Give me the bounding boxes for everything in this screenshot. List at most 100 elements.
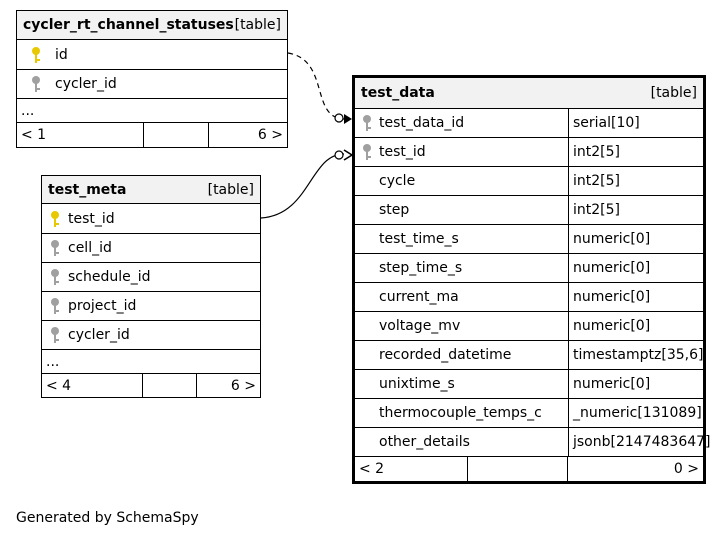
key-spacer <box>355 196 379 224</box>
column-type: numeric[0] <box>568 254 703 282</box>
child-count: 6 > <box>196 374 260 397</box>
column-row[interactable]: cycler_id <box>17 70 287 99</box>
table-footer: < 2 0 > <box>355 457 703 481</box>
parent-count: < 4 <box>46 377 72 394</box>
primary-key-icon <box>42 204 68 233</box>
column-name: project_id <box>68 298 137 314</box>
column-type: int2[5] <box>568 167 703 195</box>
column-row[interactable]: id <box>17 40 287 70</box>
column-name: test_time_s <box>379 231 459 247</box>
link-meta-crowfoot <box>343 149 354 161</box>
foreign-key-icon <box>42 263 68 291</box>
key-spacer <box>355 167 379 195</box>
column-name: cycler_id <box>68 327 130 343</box>
footer-spacer <box>467 457 567 481</box>
column-name: unixtime_s <box>379 376 455 392</box>
column-type: numeric[0] <box>568 225 703 253</box>
column-row[interactable]: test_id <box>42 204 260 234</box>
column-type: jsonb[2147483647] <box>568 428 711 456</box>
link-meta-optional-marker <box>334 150 344 160</box>
column-row[interactable]: step_time_s numeric[0] <box>355 254 703 283</box>
column-type: numeric[0] <box>568 283 703 311</box>
column-type: numeric[0] <box>568 312 703 340</box>
key-spacer <box>355 399 379 427</box>
generated-by-label: Generated by SchemaSpy <box>16 510 199 526</box>
parent-count: < 2 <box>359 461 385 477</box>
table-footer: < 1 6 > <box>17 123 287 147</box>
link-cycler-crowfoot <box>344 114 352 124</box>
column-row[interactable]: test_id int2[5] <box>355 138 703 167</box>
foreign-key-icon <box>42 234 68 262</box>
foreign-key-icon <box>17 70 55 98</box>
foreign-key-icon <box>42 292 68 320</box>
column-type: int2[5] <box>568 138 703 166</box>
key-spacer <box>355 283 379 311</box>
column-name: voltage_mv <box>379 318 461 334</box>
column-name: step <box>379 202 410 218</box>
more-columns: ... <box>21 102 35 119</box>
column-row[interactable]: schedule_id <box>42 263 260 292</box>
column-row[interactable]: current_ma numeric[0] <box>355 283 703 312</box>
column-row[interactable]: project_id <box>42 292 260 321</box>
table-test-meta[interactable]: test_meta [table] test_id cell_id schedu… <box>41 175 261 398</box>
key-spacer <box>355 225 379 253</box>
column-name: step_time_s <box>379 260 463 276</box>
key-spacer <box>355 254 379 282</box>
column-type: int2[5] <box>568 196 703 224</box>
link-cycler-to-test-data <box>287 52 345 120</box>
column-row[interactable]: cycler_id <box>42 321 260 350</box>
child-count: 6 > <box>208 123 287 147</box>
column-row[interactable]: test_time_s numeric[0] <box>355 225 703 254</box>
table-footer: < 4 6 > <box>42 374 260 397</box>
column-name: other_details <box>379 434 470 450</box>
table-cycler-rt-channel-statuses[interactable]: cycler_rt_channel_statuses [table] id cy… <box>16 10 288 148</box>
table-kind: [table] <box>650 85 697 101</box>
column-name: test_id <box>379 144 426 160</box>
table-name: test_data <box>361 85 435 101</box>
column-name: current_ma <box>379 289 459 305</box>
column-row[interactable]: thermocouple_temps_c _numeric[131089] <box>355 399 703 428</box>
column-row[interactable]: test_data_id serial[10] <box>355 109 703 138</box>
column-row[interactable]: cell_id <box>42 234 260 263</box>
more-columns: ... <box>46 353 60 370</box>
more-columns-row: ... <box>42 350 260 374</box>
column-name: recorded_datetime <box>379 347 512 363</box>
table-header: test_data [table] <box>355 78 703 109</box>
table-header: test_meta [table] <box>42 176 260 204</box>
column-row[interactable]: step int2[5] <box>355 196 703 225</box>
column-name: cell_id <box>68 240 112 256</box>
column-row[interactable]: other_details jsonb[2147483647] <box>355 428 711 457</box>
table-test-data[interactable]: test_data [table] test_data_id serial[10]… <box>352 75 711 484</box>
column-name: cycle <box>379 173 416 189</box>
table-kind: [table] <box>234 17 281 33</box>
footer-spacer <box>143 123 208 147</box>
child-count: 0 > <box>567 457 703 481</box>
foreign-key-icon <box>355 109 379 137</box>
column-type: serial[10] <box>568 109 703 137</box>
link-meta-to-test-data <box>260 153 345 219</box>
column-name: id <box>55 46 68 63</box>
key-spacer <box>355 341 379 369</box>
column-row[interactable]: unixtime_s numeric[0] <box>355 370 703 399</box>
column-row[interactable]: voltage_mv numeric[0] <box>355 312 703 341</box>
foreign-key-icon <box>42 321 68 349</box>
parent-count: < 1 <box>21 127 47 143</box>
column-row[interactable]: cycle int2[5] <box>355 167 703 196</box>
table-name: test_meta <box>48 181 127 198</box>
foreign-key-icon <box>355 138 379 166</box>
footer-spacer <box>142 374 196 397</box>
column-name: cycler_id <box>55 76 117 92</box>
column-name: test_data_id <box>379 115 465 131</box>
more-columns-row: ... <box>17 99 287 123</box>
table-kind: [table] <box>207 181 254 198</box>
link-cycler-optional-marker <box>334 113 344 123</box>
column-name: thermocouple_temps_c <box>379 405 542 421</box>
key-spacer <box>355 312 379 340</box>
column-type: numeric[0] <box>568 370 703 398</box>
column-name: schedule_id <box>68 269 151 285</box>
column-name: test_id <box>68 210 115 227</box>
column-type: _numeric[131089] <box>568 399 703 427</box>
table-header: cycler_rt_channel_statuses [table] <box>17 11 287 40</box>
